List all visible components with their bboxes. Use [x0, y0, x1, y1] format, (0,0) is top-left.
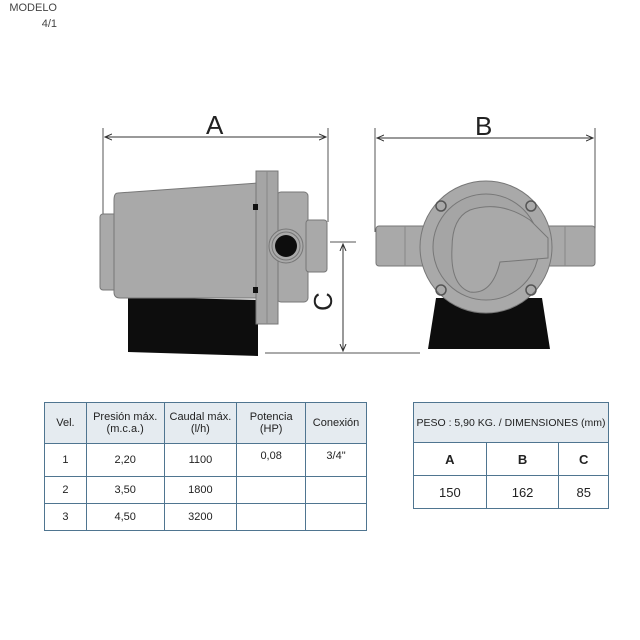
front-view: B — [374, 111, 596, 349]
model-number: 4/1 — [41, 18, 57, 30]
cell: 2,20 — [85, 443, 165, 477]
value-b: 162 — [485, 475, 560, 509]
dimension-c-label: C — [308, 292, 338, 311]
header-b: B — [485, 442, 560, 476]
header-potencia: Potencia (HP) — [236, 402, 307, 444]
cell: 3200 — [163, 503, 238, 531]
value-a: 150 — [413, 475, 487, 509]
cell: 3,50 — [85, 476, 165, 504]
spec-header-row: Vel. Presión máx. (m.c.a.) Caudal máx. (… — [44, 402, 367, 444]
table-row: 1 2,20 1100 0,08 3/4" — [44, 443, 367, 477]
cell: 1800 — [163, 476, 238, 504]
header-conexion: Conexión — [305, 402, 367, 444]
dimension-a-label: A — [206, 110, 224, 140]
dimensions-table: PESO : 5,90 KG. / DIMENSIONES (mm) A B C… — [413, 402, 609, 509]
model-title: MODELO — [9, 2, 57, 14]
table-row: 3 4,50 3200 — [44, 503, 367, 531]
dimensions-header-row: A B C — [413, 442, 609, 476]
cell: 3 — [44, 503, 87, 531]
header-presion: Presión máx. (m.c.a.) — [85, 402, 165, 444]
pump-drawings: A C B — [99, 110, 596, 356]
table-row: 2 3,50 1800 — [44, 476, 367, 504]
cell: 1 — [44, 443, 87, 477]
cell: 3/4" — [305, 443, 367, 477]
header-c: C — [558, 442, 609, 476]
side-view: A C — [99, 110, 420, 356]
header-vel: Vel. — [44, 402, 87, 444]
cell: 0,08 — [236, 443, 307, 477]
value-c: 85 — [558, 475, 609, 509]
cell: 4,50 — [85, 503, 165, 531]
cell: 1100 — [163, 443, 238, 477]
dimensions-title: PESO : 5,90 KG. / DIMENSIONES (mm) — [413, 402, 609, 443]
spec-table: Vel. Presión máx. (m.c.a.) Caudal máx. (… — [44, 402, 367, 531]
cell — [305, 503, 367, 531]
cell — [305, 476, 367, 504]
cell: 2 — [44, 476, 87, 504]
header-a: A — [413, 442, 487, 476]
model-label: MODELO 4/1 — [0, 0, 57, 32]
dimensions-value-row: 150 162 85 — [413, 475, 609, 509]
header-caudal: Caudal máx. (l/h) — [163, 402, 238, 444]
dimension-b-label: B — [475, 111, 492, 141]
cell — [236, 476, 307, 504]
cell — [236, 503, 307, 531]
